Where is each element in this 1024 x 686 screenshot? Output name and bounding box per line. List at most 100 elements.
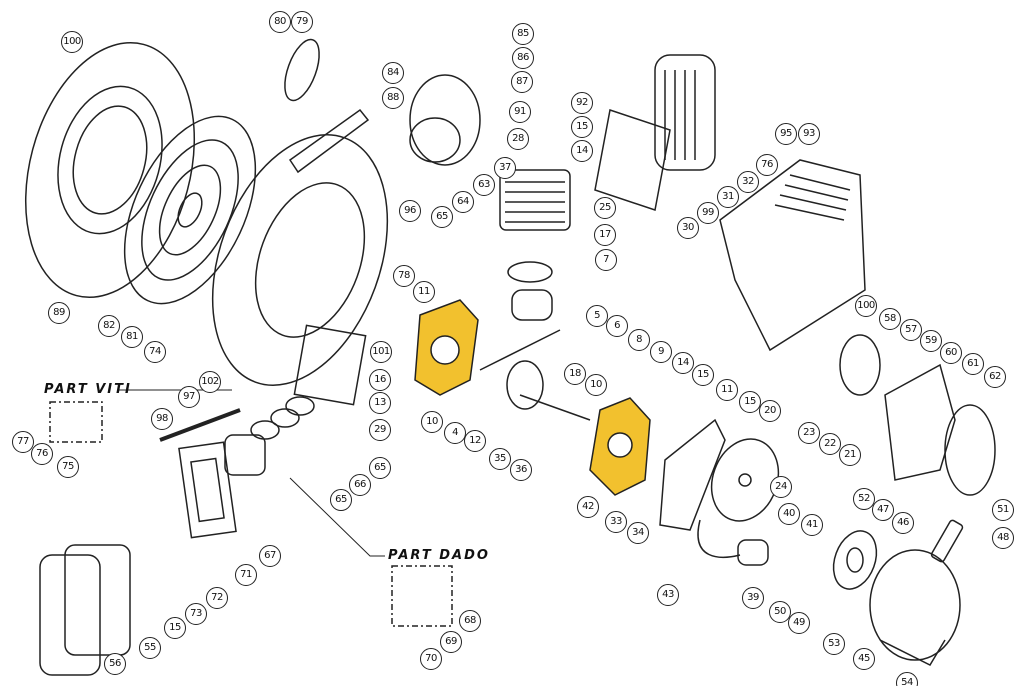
part-callout-59: 59 [920, 330, 942, 352]
part-callout-45: 45 [853, 648, 875, 670]
part-callout-36: 36 [510, 459, 532, 481]
part-callout-73: 73 [185, 603, 207, 625]
muffler-part [594, 54, 716, 211]
part-callout-98: 98 [151, 408, 173, 430]
part-callout-15: 15 [739, 391, 761, 413]
part-callout-7: 7 [595, 249, 617, 271]
part-callout-97: 97 [178, 386, 200, 408]
part-callout-46: 46 [892, 512, 914, 534]
fan-grille-part [123, 115, 257, 305]
part-callout-87: 87 [511, 71, 533, 93]
part-callout-65: 65 [431, 206, 453, 228]
part-callout-53: 53 [823, 633, 845, 655]
part-callout-47: 47 [872, 499, 894, 521]
part-callout-70: 70 [420, 648, 442, 670]
part-callout-62: 62 [984, 366, 1006, 388]
part-callout-95: 95 [775, 123, 797, 145]
part-callout-40: 40 [778, 503, 800, 525]
carburetor-part [159, 408, 266, 476]
part-callout-61: 61 [962, 353, 984, 375]
part-viti-label: PART VITI [44, 382, 132, 397]
part-callout-60: 60 [940, 342, 962, 364]
elbow-part [409, 74, 481, 166]
part-callout-16: 16 [369, 369, 391, 391]
starter-handle-part [930, 519, 964, 563]
part-callout-79: 79 [291, 11, 313, 33]
part-callout-71: 71 [235, 564, 257, 586]
engine-shroud-part [719, 159, 866, 352]
part-callout-100: 100 [855, 295, 877, 317]
part-callout-10: 10 [421, 411, 443, 433]
part-callout-51: 51 [992, 499, 1014, 521]
part-callout-93: 93 [798, 123, 820, 145]
part-callout-65: 65 [369, 457, 391, 479]
part-callout-14: 14 [672, 352, 694, 374]
part-callout-11: 11 [413, 281, 435, 303]
part-callout-76: 76 [31, 443, 53, 465]
part-callout-102: 102 [199, 371, 221, 393]
part-callout-92: 92 [571, 92, 593, 114]
part-callout-6: 6 [606, 315, 628, 337]
part-callout-78: 78 [393, 265, 415, 287]
part-callout-65: 65 [330, 489, 352, 511]
part-callout-54: 54 [896, 672, 918, 686]
part-callout-100: 100 [61, 31, 83, 53]
part-callout-11: 11 [716, 379, 738, 401]
part-callout-21: 21 [839, 444, 861, 466]
part-callout-56: 56 [104, 653, 126, 675]
part-callout-12: 12 [464, 430, 486, 452]
part-callout-75: 75 [57, 456, 79, 478]
part-callout-81: 81 [121, 326, 143, 348]
part-callout-4: 4 [444, 422, 466, 444]
part-callout-43: 43 [657, 584, 679, 606]
part-callout-89: 89 [48, 302, 70, 324]
part-callout-41: 41 [801, 514, 823, 536]
part-callout-8: 8 [628, 329, 650, 351]
part-dado-label: PART DADO [388, 548, 490, 563]
crankcase-left-part [414, 299, 479, 396]
part-callout-69: 69 [440, 631, 462, 653]
part-callout-52: 52 [853, 488, 875, 510]
part-callout-74: 74 [144, 341, 166, 363]
starter-housing-part [869, 549, 961, 666]
starter-pulley-part [832, 530, 878, 590]
part-callout-63: 63 [473, 174, 495, 196]
part-callout-34: 34 [627, 522, 649, 544]
part-viti-box [49, 401, 103, 443]
part-callout-57: 57 [900, 319, 922, 341]
part-callout-64: 64 [452, 191, 474, 213]
part-callout-15: 15 [571, 116, 593, 138]
part-callout-24: 24 [770, 476, 792, 498]
part-callout-99: 99 [697, 202, 719, 224]
crankshaft-part [479, 329, 591, 421]
part-callout-82: 82 [98, 315, 120, 337]
part-callout-20: 20 [759, 400, 781, 422]
coil-plate-part [659, 418, 726, 531]
part-callout-23: 23 [798, 422, 820, 444]
part-callout-67: 67 [259, 545, 281, 567]
part-callout-9: 9 [650, 341, 672, 363]
part-callout-17: 17 [594, 224, 616, 246]
part-callout-42: 42 [577, 496, 599, 518]
part-callout-39: 39 [742, 587, 764, 609]
part-callout-84: 84 [382, 62, 404, 84]
gaskets-part [250, 396, 315, 440]
blower-housing-part [211, 134, 389, 406]
part-callout-31: 31 [717, 186, 739, 208]
part-callout-101: 101 [370, 341, 392, 363]
hose-part [288, 108, 370, 174]
ignition-coil-part [697, 519, 769, 566]
part-callout-86: 86 [512, 47, 534, 69]
part-callout-91: 91 [509, 101, 531, 123]
part-callout-13: 13 [369, 392, 391, 414]
part-callout-66: 66 [349, 474, 371, 496]
part-callout-76: 76 [756, 154, 778, 176]
filter-frame-part [178, 441, 237, 539]
air-filter-part [39, 544, 131, 676]
part-callout-48: 48 [992, 527, 1014, 549]
part-callout-88: 88 [382, 87, 404, 109]
part-callout-22: 22 [819, 433, 841, 455]
part-callout-55: 55 [139, 637, 161, 659]
